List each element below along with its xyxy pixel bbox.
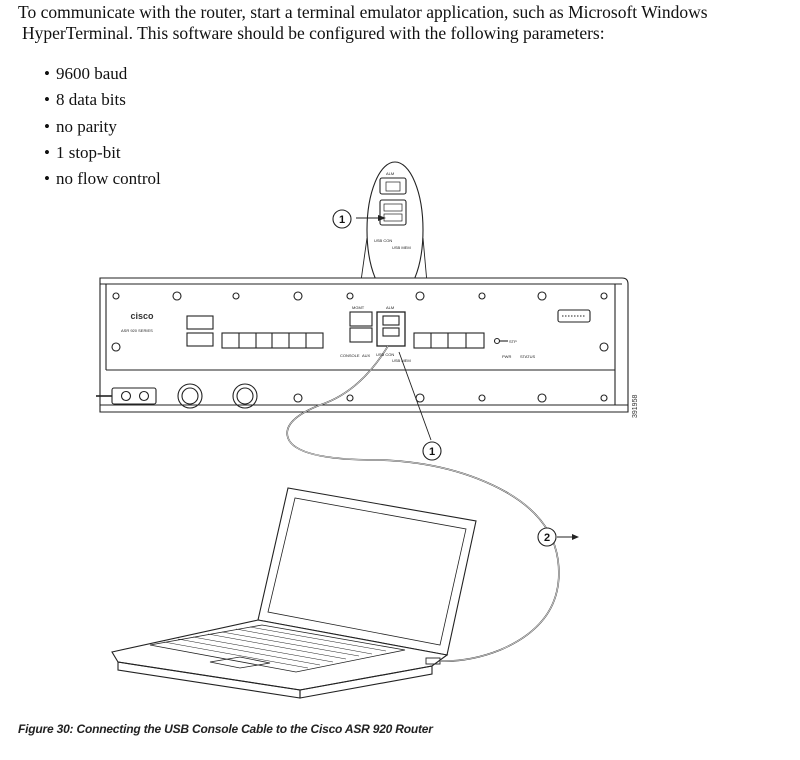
list-item: 9600 baud xyxy=(44,61,161,87)
callout-2 xyxy=(537,527,557,547)
label-mgmt: MGMT xyxy=(352,305,365,310)
label-console: CONSOLE xyxy=(340,353,360,358)
figure-caption: Figure 30: Connecting the USB Console Ca… xyxy=(18,722,433,736)
laptop xyxy=(111,487,477,699)
list-item: 1 stop-bit xyxy=(44,140,161,166)
cisco-logo: cisco xyxy=(130,311,154,321)
list-item: no parity xyxy=(44,114,161,140)
label-alm: ALM xyxy=(386,305,394,310)
label-usb-mem-detail: USB MEM xyxy=(392,245,411,250)
label-pwr: PWR xyxy=(502,354,511,359)
label-usb-con-detail: USB CON xyxy=(374,238,392,243)
list-item: no flow control xyxy=(44,166,161,192)
intro-line-2: HyperTerminal. This software should be c… xyxy=(22,23,605,43)
label-alm-detail: ALM xyxy=(386,171,394,176)
figure-id: 391958 xyxy=(632,395,639,418)
label-usb-mem: USB MEM xyxy=(392,358,411,363)
parameter-list: 9600 baud 8 data bits no parity 1 stop-b… xyxy=(44,61,161,192)
callout-number: 2 xyxy=(544,532,550,544)
callout-1-bottom xyxy=(422,441,442,461)
callout-1-top xyxy=(332,209,352,229)
router-chassis xyxy=(96,277,629,413)
list-item: 8 data bits xyxy=(44,87,161,113)
intro-paragraph: To communicate with the router, start a … xyxy=(18,2,788,44)
label-stp: STP xyxy=(509,339,517,344)
label-usb-con: USB CON xyxy=(376,352,394,357)
callout-number: 1 xyxy=(339,214,345,226)
label-status: STATUS xyxy=(520,354,536,359)
model-label: ASR 920 SERIES xyxy=(121,328,153,333)
intro-line-1: To communicate with the router, start a … xyxy=(18,2,708,22)
usb-console-cable xyxy=(286,345,560,662)
label-aux: AUX xyxy=(362,353,371,358)
callout-number: 1 xyxy=(429,446,435,458)
